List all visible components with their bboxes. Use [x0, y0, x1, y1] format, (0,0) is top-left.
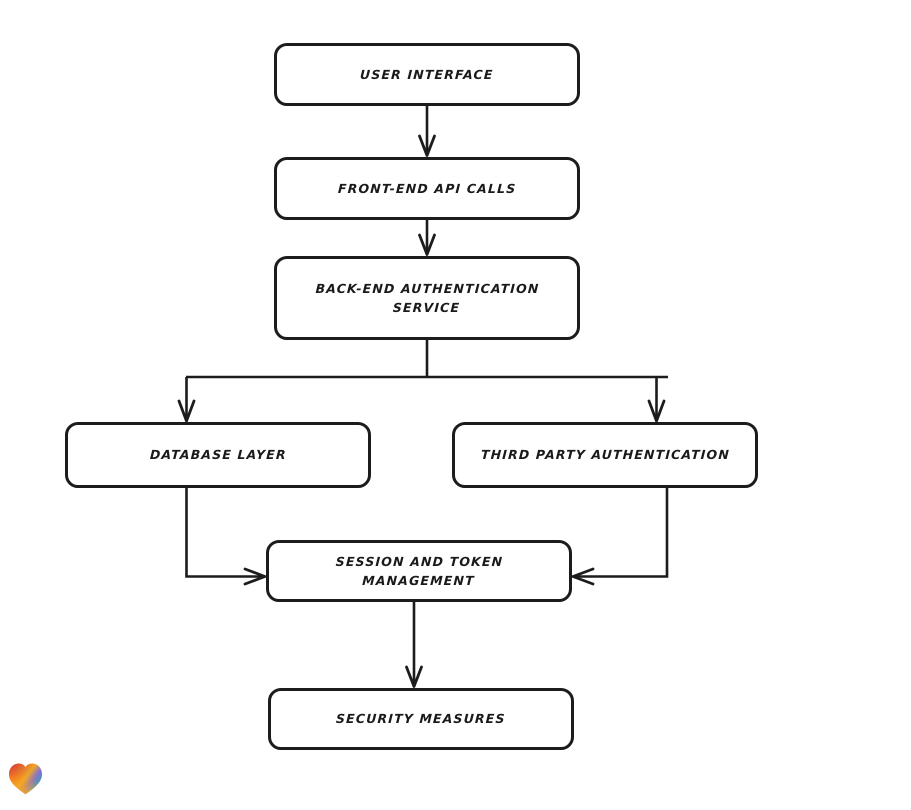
node-back-end-authentication-service[interactable]: Back-End Authentication Service — [274, 256, 580, 340]
node-database-layer[interactable]: Database Layer — [65, 422, 371, 488]
node-session-and-token-management[interactable]: Session and Token Management — [266, 540, 572, 602]
edge-backend-branch — [177, 340, 668, 423]
node-security-measures-label: Security Measures — [335, 711, 507, 727]
node-user-interface[interactable]: User Interface — [274, 43, 580, 106]
node-third-party-authentication[interactable]: Third Party Authentication — [452, 422, 758, 488]
node-front-end-api-calls[interactable]: Front-End API Calls — [274, 157, 580, 220]
node-security-measures[interactable]: Security Measures — [268, 688, 574, 750]
node-session-and-token-management-label: Session and Token Management — [335, 553, 504, 588]
edge-frontend-to-backend — [418, 220, 436, 256]
edge-ui-to-frontend — [418, 106, 436, 157]
edge-database-to-session — [185, 488, 267, 586]
edge-thirdparty-to-session — [571, 488, 669, 586]
node-front-end-api-calls-label: Front-End API Calls — [337, 180, 517, 196]
node-third-party-authentication-label: Third Party Authentication — [480, 447, 730, 463]
node-user-interface-label: User Interface — [359, 66, 495, 82]
heart-icon — [9, 763, 42, 795]
node-back-end-authentication-service-label: Back-End Authentication Service — [315, 280, 540, 315]
edge-session-to-security — [405, 602, 423, 688]
node-database-layer-label: Database Layer — [149, 447, 287, 463]
